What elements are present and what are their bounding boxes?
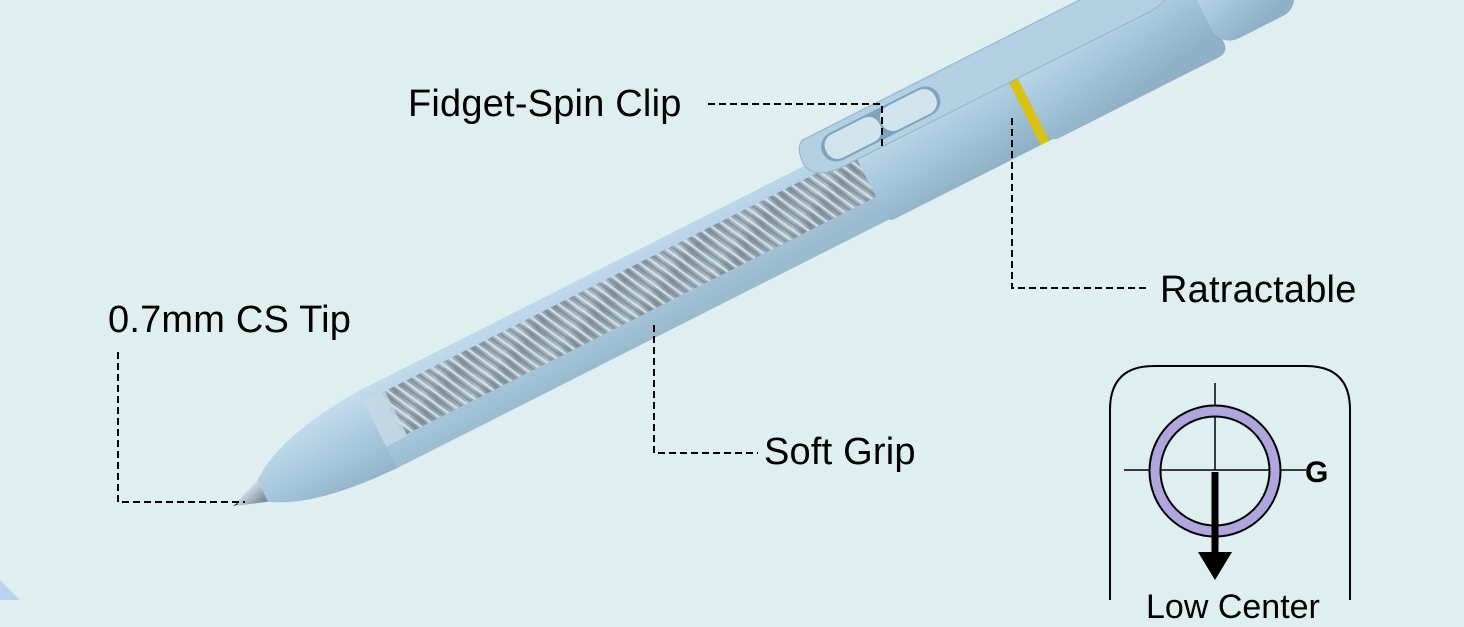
arrow-down-icon: [1198, 552, 1232, 580]
gravity-diagram: [1109, 365, 1351, 600]
corner-decoration: [0, 580, 20, 600]
label-retractable: Ratractable: [1160, 269, 1357, 311]
pen-tip: [236, 480, 269, 506]
spring-grip: [381, 154, 877, 436]
label-soft-grip: Soft Grip: [764, 431, 916, 473]
pen-illustration: [0, 0, 1351, 600]
leader-lines: [117, 103, 1146, 503]
gravity-caption: Low Center: [1146, 588, 1320, 626]
gravity-axis-label: G: [1305, 456, 1329, 489]
label-tip: 0.7mm CS Tip: [108, 299, 352, 341]
label-fidget-spin-clip: Fidget-Spin Clip: [408, 83, 682, 125]
product-feature-graphic: Fidget-Spin Clip Ratractable 0.7mm CS Ti…: [0, 0, 1357, 626]
